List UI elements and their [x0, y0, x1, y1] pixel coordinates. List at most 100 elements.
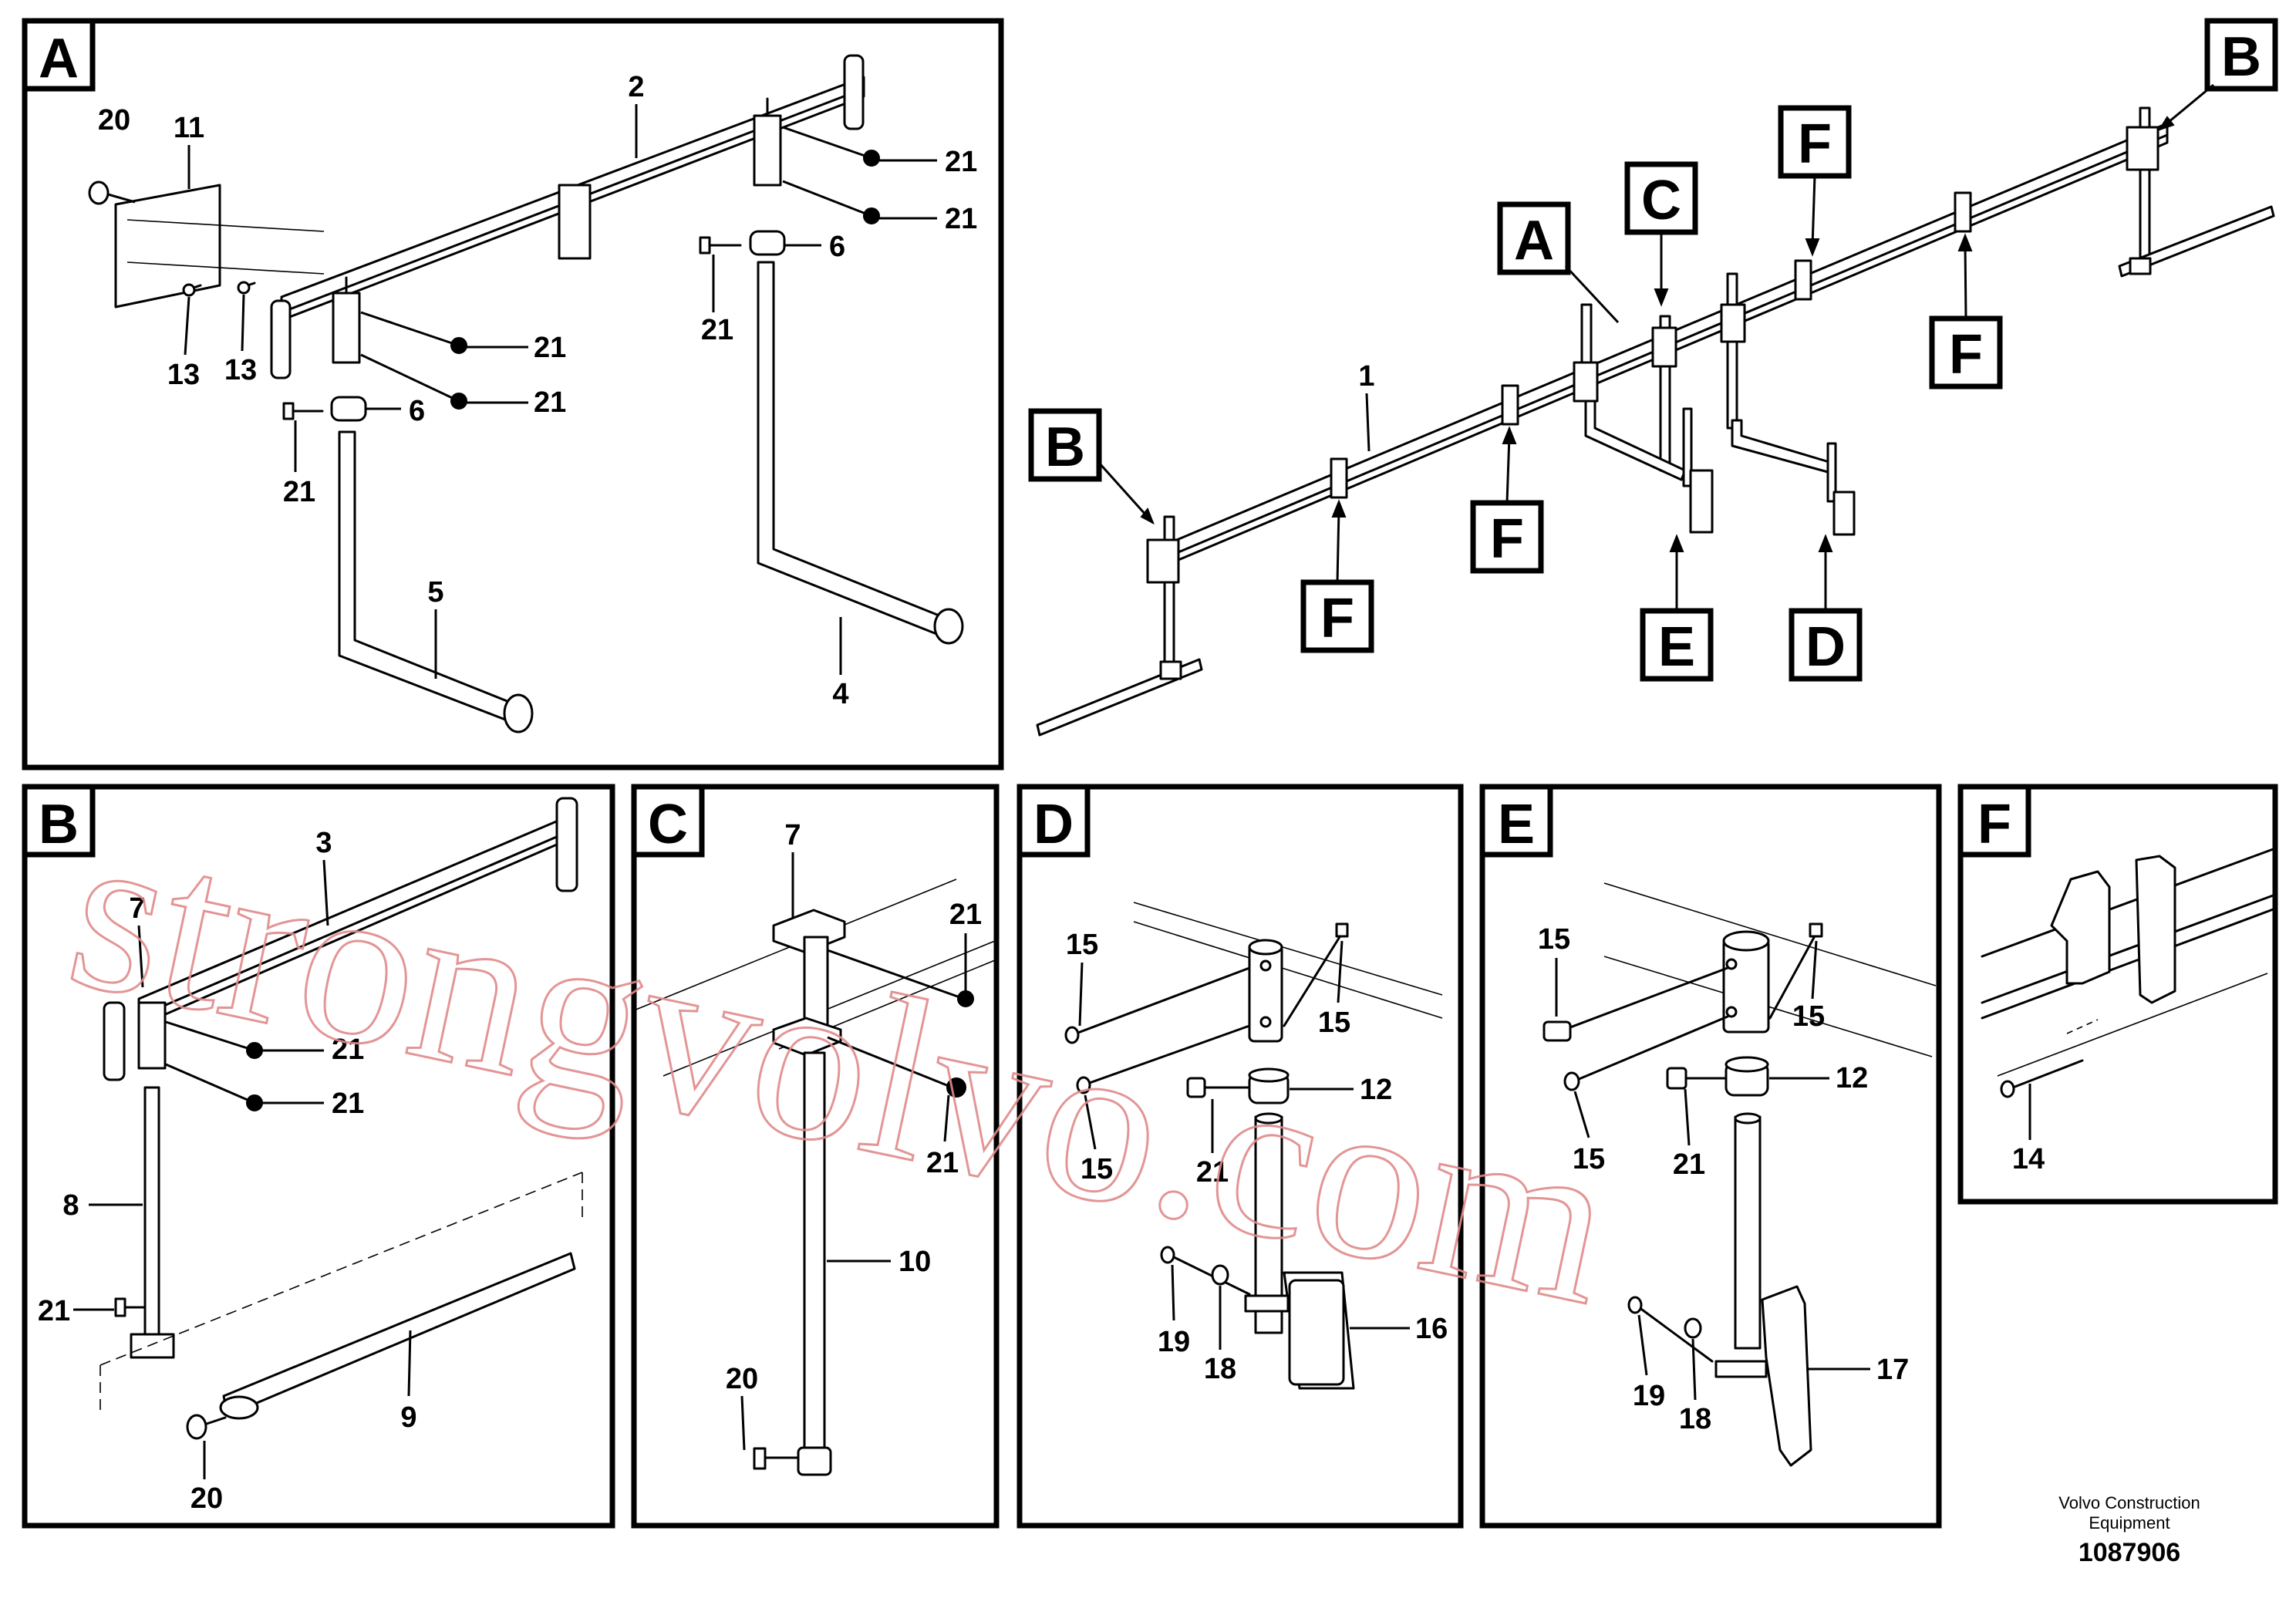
knob-21b — [827, 1036, 966, 1098]
callout-f-3: F — [1470, 426, 1544, 574]
svg-text:F: F — [1490, 508, 1524, 570]
watermark: strongvolvo.com — [51, 778, 1632, 1354]
panel-e-frame — [1479, 784, 1942, 1529]
label: 10 — [899, 1246, 931, 1278]
washer-18 — [1684, 1317, 1702, 1339]
end-handle — [555, 797, 578, 892]
label: 12 — [1836, 1062, 1868, 1094]
panel-b-tag: B — [39, 794, 79, 855]
foot-bar — [222, 1252, 576, 1417]
bolt-19 — [1160, 1246, 1251, 1296]
panel-e: E 15 15 15 12 21 19 18 17 — [1479, 784, 1942, 1529]
pin-21 — [1666, 1067, 1728, 1090]
panel-b: B 3 7 21 21 8 21 9 20 — [22, 784, 615, 1529]
knob-21b — [165, 1063, 263, 1111]
screw-14 — [2000, 1059, 2084, 1098]
knob-21a — [782, 126, 880, 167]
label: 3 — [315, 827, 332, 859]
pin-21 — [1186, 1077, 1251, 1098]
label: 13 — [167, 359, 200, 391]
panel-c-tag: C — [648, 794, 688, 855]
callout-b-left: B — [1028, 408, 1155, 525]
callout-a: A — [1497, 201, 1620, 324]
post — [1734, 1115, 1762, 1350]
label: 13 — [224, 354, 257, 386]
post-clamp — [1146, 538, 1180, 584]
svg-text:F: F — [1320, 588, 1354, 649]
svg-text:E: E — [1658, 616, 1695, 678]
label: 6 — [409, 395, 425, 427]
svg-text:F: F — [1798, 113, 1832, 175]
label: 21 — [1673, 1148, 1705, 1181]
end-handle — [103, 1001, 126, 1081]
label: 17 — [1876, 1354, 1909, 1386]
label: 15 — [1792, 1000, 1825, 1033]
panel-d-tag-box — [1017, 784, 1091, 858]
label: 19 — [1158, 1326, 1190, 1358]
svg-text:D: D — [1805, 616, 1846, 678]
footer-company-line2: Equipment — [2089, 1513, 2170, 1533]
knob — [88, 180, 110, 205]
label: 14 — [2012, 1143, 2045, 1175]
pole-foot — [797, 1446, 832, 1476]
label: 19 — [1633, 1380, 1665, 1412]
svg-text:F: F — [1949, 324, 1983, 386]
label: 7 — [784, 819, 801, 851]
label: 21 — [332, 1034, 364, 1066]
knob-21c — [360, 311, 467, 354]
knob-20 — [753, 1447, 800, 1470]
callout-f-4: F — [1300, 499, 1374, 653]
panel-a-tag-box — [22, 18, 96, 92]
label: 20 — [726, 1363, 758, 1395]
panel-d-frame — [1017, 784, 1464, 1529]
washer-18 — [1211, 1264, 1229, 1286]
panel-a-frame — [22, 18, 1004, 771]
label: 9 — [400, 1401, 416, 1434]
mounting-plate — [114, 184, 221, 309]
label: 21 — [534, 332, 566, 364]
label: 6 — [829, 231, 845, 263]
label: 12 — [1360, 1074, 1392, 1106]
label: 5 — [427, 576, 443, 609]
label: 21 — [38, 1295, 70, 1327]
svg-text:B: B — [1045, 416, 1085, 478]
label: 21 — [701, 314, 733, 346]
post-clamp — [2126, 126, 2159, 171]
panel-c: C 7 21 21 10 20 — [631, 784, 1000, 1529]
callout-b-right: B — [2157, 18, 2278, 131]
panel-e-tag-box — [1479, 784, 1553, 858]
label: 18 — [1204, 1353, 1236, 1385]
screw-15a — [1542, 966, 1729, 1042]
rail-clip — [2135, 855, 2176, 1004]
label: 15 — [1573, 1143, 1605, 1175]
panel-f-tag: F — [1977, 794, 2011, 855]
label: 1 — [1358, 360, 1374, 393]
label: 21 — [926, 1147, 959, 1179]
label: 7 — [129, 892, 145, 925]
label: 21 — [1196, 1156, 1229, 1189]
screw-15c — [1768, 922, 1823, 1020]
callout-e: E — [1640, 534, 1714, 682]
screw-15c — [1283, 922, 1349, 1027]
panel-f: F 14 — [1957, 784, 2278, 1205]
foot-bar — [2118, 205, 2275, 278]
callout-f-1: F — [1778, 105, 1852, 257]
label: 18 — [1679, 1403, 1711, 1435]
panel-d: D 15 15 15 12 21 19 18 — [1017, 784, 1464, 1529]
label: 21 — [945, 203, 977, 235]
panel-c-tag-box — [631, 784, 705, 858]
bent-arm — [757, 261, 954, 638]
clamp-block — [332, 292, 361, 364]
clamp-tube — [1722, 938, 1770, 1034]
holder-bracket — [1761, 1285, 1812, 1467]
label: 21 — [332, 1088, 364, 1120]
bracket-d — [1832, 491, 1856, 536]
svg-text:C: C — [1641, 170, 1681, 231]
knob-21b — [782, 180, 880, 224]
panel-f-frame — [1957, 784, 2278, 1205]
label: 21 — [945, 146, 977, 178]
clamp-block — [753, 114, 782, 187]
pin-21e — [699, 236, 742, 255]
label: 21 — [283, 476, 315, 508]
